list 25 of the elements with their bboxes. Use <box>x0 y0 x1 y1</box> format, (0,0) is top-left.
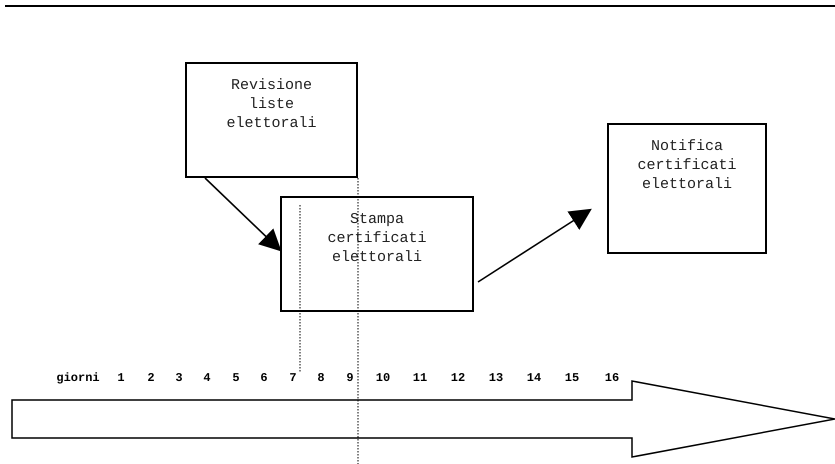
process-box <box>185 62 358 178</box>
day-number: 8 <box>317 371 325 385</box>
day-number: 13 <box>488 371 504 385</box>
day-number: 6 <box>260 371 268 385</box>
day-number: 3 <box>175 371 183 385</box>
process-box <box>280 196 474 312</box>
day-number: 15 <box>564 371 580 385</box>
day-number: 1 <box>117 371 125 385</box>
day-number: 10 <box>376 371 390 385</box>
day-number: 14 <box>526 371 542 385</box>
day-number: 7 <box>289 371 297 385</box>
day-number: 9 <box>346 371 354 385</box>
arrow <box>204 177 282 252</box>
day-number: 5 <box>232 371 240 385</box>
day-number: 12 <box>450 371 466 385</box>
arrow <box>478 208 592 283</box>
day-number: 16 <box>604 371 620 385</box>
day-number: 11 <box>412 371 428 385</box>
axis-title: giorni <box>56 371 100 385</box>
box-label: Revisione liste elettorali <box>225 76 318 133</box>
box-label: Stampa certificati elettorali <box>326 210 428 267</box>
box-label: Notifica certificati elettorali <box>636 137 738 194</box>
process-box <box>607 123 767 254</box>
day-number: 4 <box>203 371 211 385</box>
day-number: 2 <box>147 371 155 385</box>
